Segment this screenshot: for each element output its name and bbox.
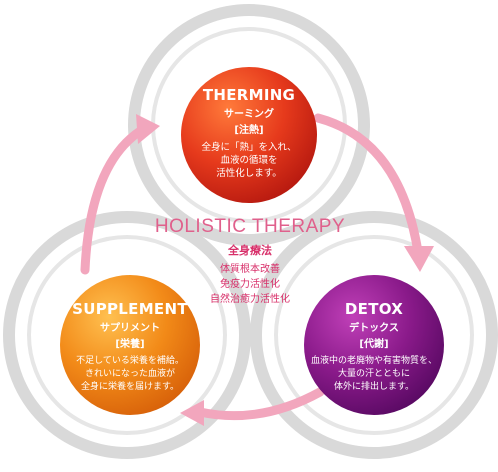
therming-bracket: [注熱]	[234, 125, 264, 136]
ring-left	[3, 211, 251, 459]
arrow-heads	[136, 114, 434, 426]
detox-desc-line2: 大量の汗とともに	[337, 369, 410, 379]
detox-circle	[304, 275, 444, 415]
therming-subtitle: サーミング	[224, 109, 274, 120]
ring-right-inner	[274, 235, 474, 435]
supplement-block: SUPPLEMENT サプリメント [栄養] 不足している栄養を補給。 きれいに…	[55, 300, 205, 394]
detox-desc-line3: 体外に排出します。	[333, 382, 415, 392]
center-block: HOLISTIC THERAPY 全身療法 体質根本改善 免疫力活性化 自然治癒…	[130, 216, 370, 307]
center-line3: 自然治癒力活性化	[210, 294, 290, 305]
arrow-detox-to-supplement	[195, 387, 325, 421]
therming-desc-line3: 活性化します。	[216, 168, 282, 179]
center-line1: 体質根本改善	[220, 264, 280, 275]
therming-circle	[181, 67, 317, 203]
therming-block: THERMING サーミング [注熱] 全身に「熱」を入れ、 血液の循環を 活性…	[179, 86, 319, 180]
detox-bracket: [代謝]	[359, 339, 389, 350]
ring-top	[128, 4, 370, 246]
ring-left-inner	[27, 235, 227, 435]
detox-subtitle: デトックス	[349, 323, 399, 334]
arrowhead-therming	[136, 114, 160, 144]
therming-desc-line2: 血液の循環を	[220, 155, 278, 166]
supplement-title: SUPPLEMENT	[72, 300, 188, 318]
detox-desc: 血液中の老廃物や有害物質を、 大量の汗とともに 体外に排出します。	[294, 355, 454, 394]
detox-block: DETOX デトックス [代謝] 血液中の老廃物や有害物質を、 大量の汗とともに…	[294, 300, 454, 394]
center-line2: 免疫力活性化	[220, 279, 280, 290]
center-subtitle: 全身療法	[228, 244, 272, 257]
arrowhead-supplement	[180, 400, 204, 426]
therming-title: THERMING	[202, 86, 296, 104]
supplement-desc-line3: 全身に栄養を届けます。	[80, 382, 180, 392]
arrow-therming-to-detox	[313, 113, 423, 257]
supplement-bracket: [栄養]	[115, 339, 145, 350]
supplement-subtitle: サプリメント	[100, 323, 160, 334]
therming-desc-line1: 全身に「熱」を入れ、	[201, 142, 297, 153]
detox-title: DETOX	[344, 300, 404, 318]
arrowhead-detox	[404, 246, 434, 272]
therming-desc: 全身に「熱」を入れ、 血液の循環を 活性化します。	[179, 141, 319, 180]
supplement-circle	[60, 275, 200, 415]
arrow-supplement-to-therming	[80, 123, 150, 275]
detox-desc-line1: 血液中の老廃物や有害物質を、	[310, 356, 437, 366]
center-title: HOLISTIC THERAPY	[154, 216, 346, 237]
supplement-desc-line2: きれいになった血液が	[84, 369, 175, 379]
supplement-desc-line1: 不足している栄養を補給。	[76, 356, 184, 366]
ring-right	[250, 211, 498, 459]
supplement-desc: 不足している栄養を補給。 きれいになった血液が 全身に栄養を届けます。	[55, 355, 205, 394]
background-rings	[3, 4, 498, 459]
cycle-arrows	[80, 113, 423, 421]
